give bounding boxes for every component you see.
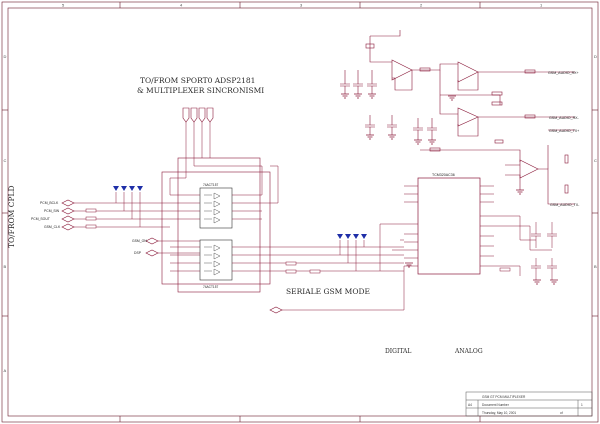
drawing-sheet: of <box>560 411 563 415</box>
mux-ic-block: 74ACT157 74ACT157 <box>161 107 279 293</box>
row-marker-b: B <box>4 264 7 269</box>
port-pcm-sin: PCM_SIN <box>44 209 60 213</box>
title-block-text: GSM GT PCM MULTIPLEXER A4 Document Numbe… <box>468 395 583 415</box>
mux1-part: 74ACT157 <box>203 183 218 187</box>
port-pcm-sout: PCM_SOUT <box>31 217 50 221</box>
mux-ic-1 <box>199 187 233 229</box>
drawing-size: A4 <box>468 403 472 407</box>
col-marker-3: 3 <box>300 3 303 8</box>
opamp-u3 <box>457 107 479 127</box>
row-marker-a: A <box>4 368 7 373</box>
grid-markers: 5 4 3 2 1 D C B A D C B <box>4 3 598 374</box>
label-digital: DIGITAL <box>385 348 411 355</box>
row-marker-c-right: C <box>594 158 597 163</box>
opamp-u4 <box>519 159 539 179</box>
port-dsp: DSP <box>134 251 142 255</box>
port-gsm-audio-tx-plus: GSM_AUDIO_TX+ <box>549 129 579 133</box>
label-cpld: TO/FROM CPLD <box>7 185 16 248</box>
port-gsm-clk: GSM_CLK <box>44 225 61 229</box>
annotations: TO/FROM SPORT0 ADSP2181 & MULTIPLEXER SI… <box>7 76 483 355</box>
col-marker-5: 5 <box>62 3 65 8</box>
col-marker-2: 2 <box>420 3 423 8</box>
codec-part-number: TCM320AC36 <box>432 173 455 177</box>
codec-ic: TCM320AC36 <box>404 173 494 275</box>
drawing-date: Thursday, May 10, 2001 <box>482 411 516 415</box>
codec-decoupling <box>520 222 557 280</box>
port-gsm-audio-rx-plus: GSM_AUDIO_RX+ <box>548 71 579 75</box>
output-ports <box>565 71 575 205</box>
analog-rx-section <box>340 30 569 205</box>
ground-symbols <box>341 93 558 285</box>
label-seriale: SERIALE GSM MODE <box>286 287 370 296</box>
drawing-rev: 1 <box>581 403 583 407</box>
row-marker-d-right: D <box>594 54 597 59</box>
mux-ic-2 <box>199 239 233 281</box>
mux2-part: 74ACT157 <box>203 285 218 289</box>
opamp-u2 <box>457 61 479 83</box>
title-block <box>465 391 593 417</box>
title-sport0: TO/FROM SPORT0 ADSP2181 <box>140 76 255 85</box>
left-port-labels: PCM_BCLK PCM_SIN PCM_SOUT GSM_CLK GSM_ON… <box>31 201 147 255</box>
col-marker-4: 4 <box>180 3 183 8</box>
drawing-doc-number: Document Number <box>482 403 510 407</box>
left-port-wires <box>74 202 531 311</box>
port-gsm-audio-tx-minus: GSM_AUDIO_TX- <box>550 203 580 207</box>
opamp-u1 <box>391 59 413 81</box>
label-analog: ANALOG <box>454 348 483 355</box>
pullup-arrays <box>85 186 511 274</box>
port-gsm-audio-rx-minus: GSM_AUDIO_RX- <box>549 116 580 120</box>
title-mux: & MULTIPLEXER SINCRONISMI <box>137 86 264 95</box>
col-marker-1: 1 <box>540 3 543 8</box>
row-marker-d: D <box>4 54 7 59</box>
row-marker-b-right: B <box>594 264 597 269</box>
port-pcm-bclk: PCM_BCLK <box>40 201 59 205</box>
row-marker-c: C <box>4 158 7 163</box>
output-port-labels: GSM_AUDIO_RX+ GSM_AUDIO_RX- GSM_AUDIO_TX… <box>548 71 580 207</box>
port-gsm-on: GSM_ON <box>132 239 147 243</box>
drawing-title: GSM GT PCM MULTIPLEXER <box>482 395 526 399</box>
